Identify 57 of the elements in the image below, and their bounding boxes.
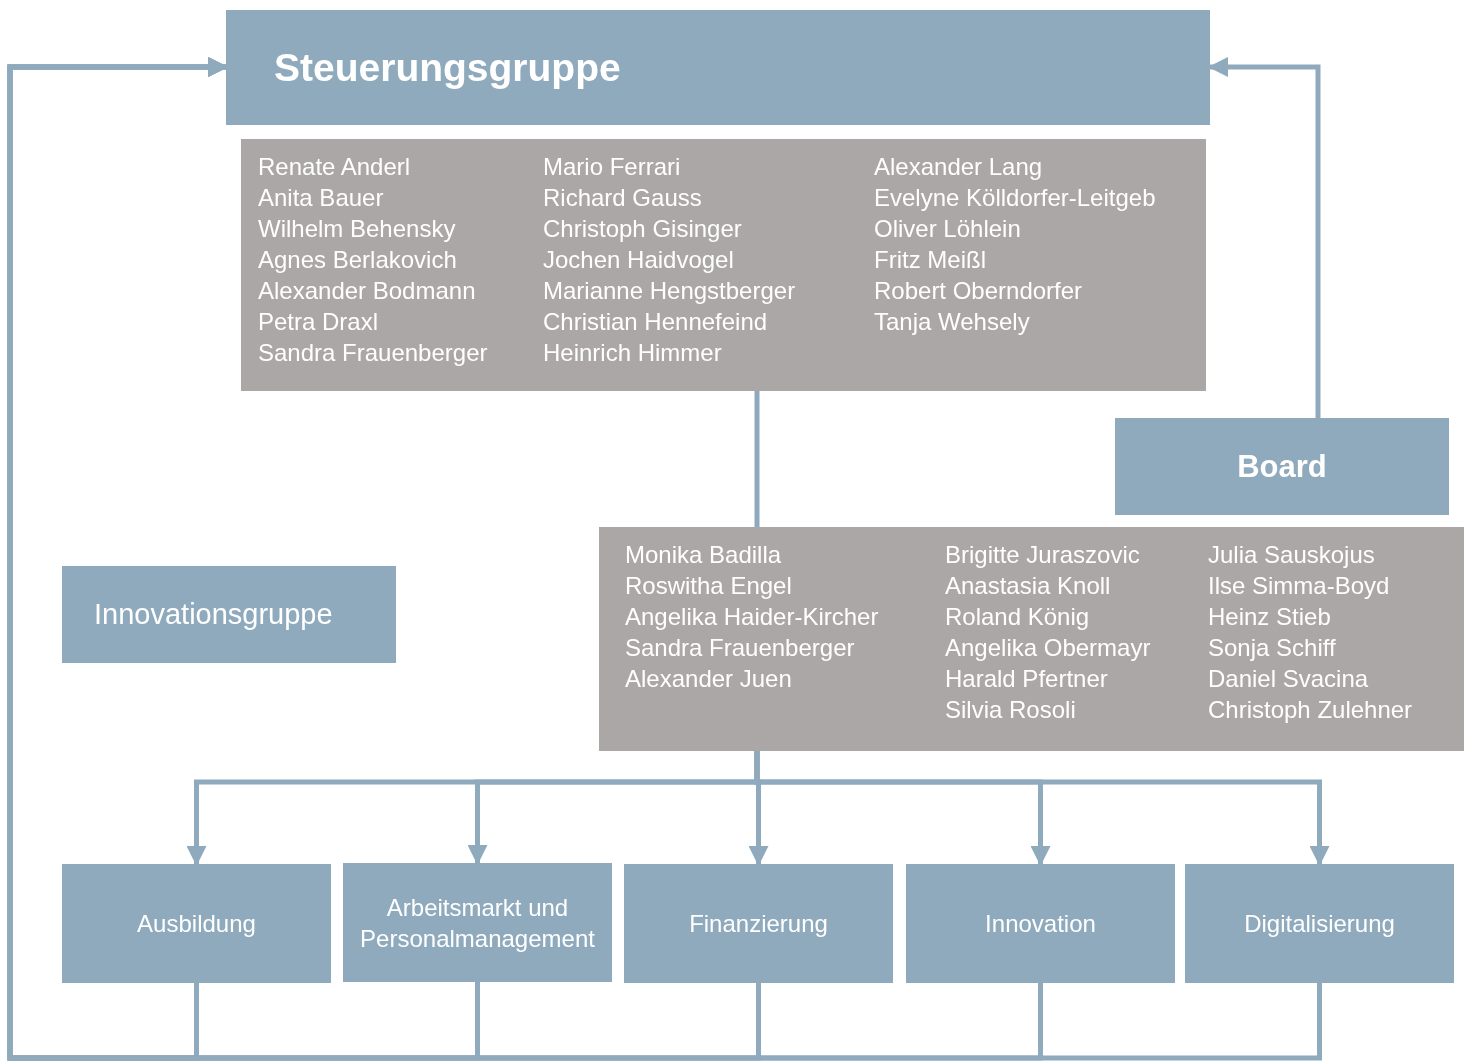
member-panel bbox=[241, 139, 1206, 391]
member-name: Renate Anderl bbox=[258, 152, 412, 182]
member-name: Harald Pfertner bbox=[945, 664, 1109, 694]
member-panel bbox=[599, 527, 1464, 751]
member-name: Richard Gauss bbox=[543, 183, 703, 213]
member-name: Angelika Haider-Kircher bbox=[625, 602, 879, 632]
member-name: Ilse Simma-Boyd bbox=[1208, 571, 1391, 601]
member-name: Tanja Wehsely bbox=[874, 307, 1031, 337]
box-label: Board bbox=[1237, 448, 1327, 485]
member-name: Monika Badilla bbox=[625, 540, 783, 570]
workgroup-box bbox=[343, 863, 612, 982]
member-name: Christoph Zulehner bbox=[1208, 695, 1413, 725]
member-name: Angelika Obermayr bbox=[945, 633, 1151, 663]
box-label: Innovationsgruppe bbox=[94, 598, 333, 631]
header-band bbox=[226, 10, 1210, 125]
member-name: Alexander Lang bbox=[874, 152, 1044, 182]
box-label: Finanzierung bbox=[688, 909, 829, 939]
member-name: Christoph Gisinger bbox=[543, 214, 743, 244]
workgroup-box bbox=[1185, 864, 1454, 983]
member-name: Anita Bauer bbox=[258, 183, 385, 213]
box-label: Innovation bbox=[984, 909, 1097, 939]
group-box bbox=[62, 566, 396, 663]
heading: Steuerungsgruppe bbox=[274, 45, 621, 90]
member-name: Sonja Schiff bbox=[1208, 633, 1337, 663]
member-name: Heinrich Himmer bbox=[543, 338, 723, 368]
member-name: Julia Sauskojus bbox=[1208, 540, 1376, 570]
member-name: Wilhelm Behensky bbox=[258, 214, 457, 244]
member-name: Silvia Rosoli bbox=[945, 695, 1077, 725]
box-label: Digitalisierung bbox=[1243, 909, 1396, 939]
member-name: Mario Ferrari bbox=[543, 152, 682, 182]
connector-line bbox=[754, 391, 760, 527]
member-name: Daniel Svacina bbox=[1208, 664, 1370, 694]
member-name: Sandra Frauenberger bbox=[625, 633, 856, 663]
member-name: Marianne Hengstberger bbox=[543, 276, 796, 306]
workgroup-box bbox=[62, 864, 331, 983]
member-name: Robert Oberndorfer bbox=[874, 276, 1084, 306]
member-name: Alexander Bodmann bbox=[258, 276, 477, 306]
member-name: Sandra Frauenberger bbox=[258, 338, 488, 368]
box-label: Ausbildung bbox=[136, 909, 257, 939]
member-name: Alexander Juen bbox=[625, 664, 793, 694]
member-name: Brigitte Juraszovic bbox=[945, 540, 1141, 570]
board-box bbox=[1115, 418, 1449, 515]
box-label: Arbeitsmarkt und Personalmanagement bbox=[359, 892, 596, 954]
member-name: Heinz Stieb bbox=[1208, 602, 1332, 632]
member-name: Roswitha Engel bbox=[625, 571, 793, 601]
workgroup-box bbox=[624, 864, 893, 983]
member-name: Petra Draxl bbox=[258, 307, 380, 337]
member-name: Evelyne Kölldorfer-Leitgeb bbox=[874, 183, 1156, 213]
member-name: Fritz Meißl bbox=[874, 245, 987, 275]
arrow bbox=[7, 57, 1322, 1061]
workgroup-box bbox=[906, 864, 1175, 983]
member-name: Agnes Berlakovich bbox=[258, 245, 458, 275]
member-name: Oliver Löhlein bbox=[874, 214, 1022, 244]
member-name: Anastasia Knoll bbox=[945, 571, 1112, 601]
member-name: Jochen Haidvogel bbox=[543, 245, 735, 275]
member-name: Roland König bbox=[945, 602, 1091, 632]
member-name: Christian Hennefeind bbox=[543, 307, 769, 337]
